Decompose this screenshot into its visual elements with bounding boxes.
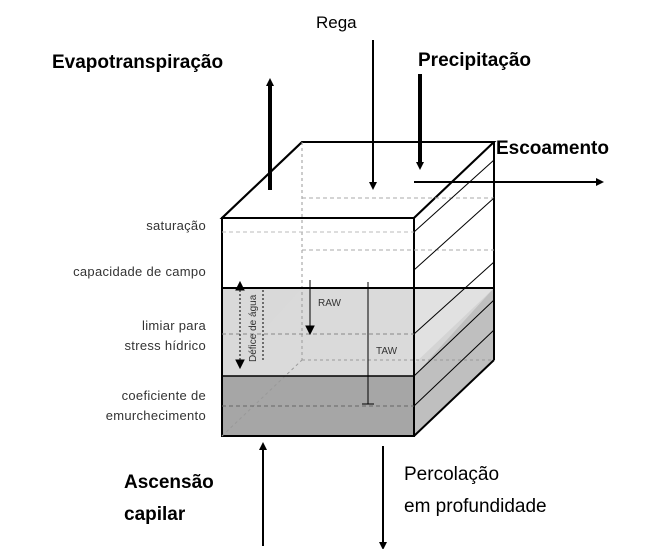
defice-vertical-label: Défice de água — [248, 294, 259, 362]
evapotranspiracao-label: Evapotranspiração — [52, 52, 223, 73]
ascensao-label-line1: Ascensão — [124, 472, 214, 493]
box-outline — [221, 141, 495, 437]
rega-label: Rega — [316, 13, 357, 32]
raw-label: RAW — [318, 298, 342, 309]
box-hidden-edges — [221, 142, 494, 437]
measurement-arrows — [235, 280, 374, 405]
box-front-upper — [222, 218, 414, 288]
percolacao-label-line2: em profundidade — [404, 496, 547, 517]
precipitacao-label: Precipitação — [418, 50, 531, 71]
box-side-lower — [414, 288, 494, 436]
coeficiente-label-line1: coeficiente de — [122, 388, 206, 403]
limiar-label-line1: limiar para — [142, 318, 206, 333]
level-lines — [222, 159, 495, 407]
escoamento-label: Escoamento — [496, 138, 609, 159]
box-inner-shade — [222, 288, 494, 376]
limiar-label-line2: stress hídrico — [124, 338, 206, 353]
ascensao-label-line2: capilar — [124, 504, 186, 525]
capacidade-de-campo-label: capacidade de campo — [73, 264, 206, 279]
coeficiente-label-line2: emurchecimento — [106, 408, 206, 423]
saturacao-label: saturação — [146, 218, 206, 233]
taw-label: TAW — [376, 346, 398, 357]
percolacao-label-line1: Percolação — [404, 464, 499, 485]
